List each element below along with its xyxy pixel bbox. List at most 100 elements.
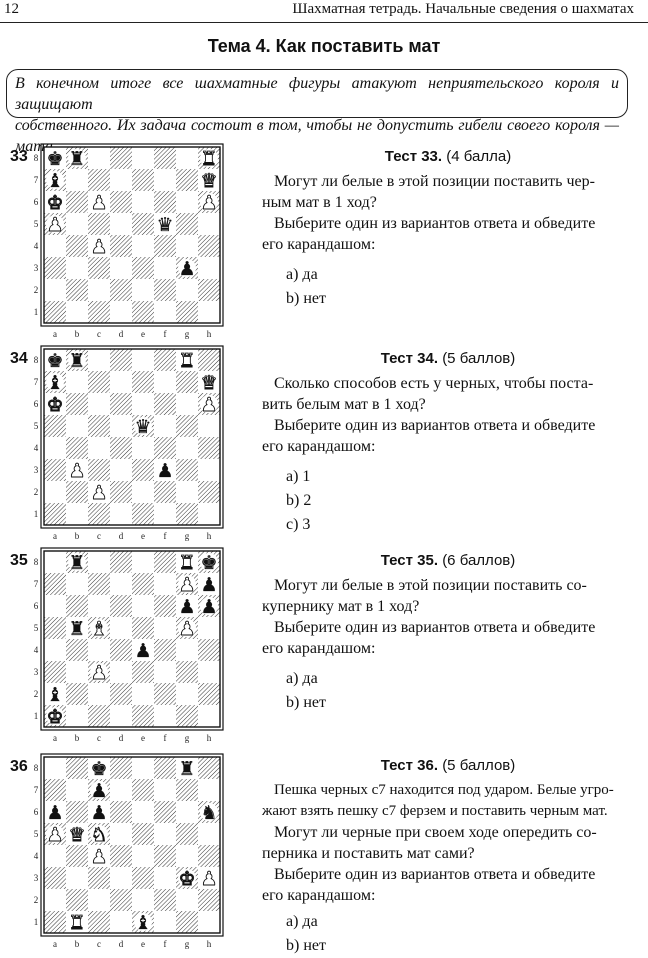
problem-number: 35 <box>10 552 28 569</box>
answer-option[interactable]: c) 3 <box>286 516 311 533</box>
board-square <box>198 823 220 845</box>
question: Пешка черных с7 находится под ударом. Бе… <box>262 780 634 822</box>
board-square <box>132 235 154 257</box>
white-queen-icon: ♛ <box>68 824 85 846</box>
instruction: Выберите один из вариантов ответа и обве… <box>262 617 634 659</box>
board-square <box>132 661 154 683</box>
file-label: a <box>53 939 57 949</box>
board-square <box>110 503 132 525</box>
board-square <box>154 301 176 323</box>
board-square <box>66 683 88 705</box>
board-square <box>110 595 132 617</box>
question-line: Сколько способов есть у черных, чтобы по… <box>274 375 594 392</box>
answer-option[interactable]: b) нет <box>286 694 326 711</box>
board-square <box>110 393 132 415</box>
board-square <box>88 889 110 911</box>
black-rook-icon: ♜ <box>68 552 85 574</box>
test-points: (4 балла) <box>446 148 512 165</box>
board-square <box>88 213 110 235</box>
file-label: a <box>53 531 57 541</box>
board-square <box>154 683 176 705</box>
white-king-icon: ♚ <box>46 706 63 728</box>
board-square <box>88 639 110 661</box>
instruction-line: его карандашом: <box>262 887 376 904</box>
answer-option[interactable]: b) 2 <box>286 492 312 509</box>
piece-backing <box>90 781 108 799</box>
board-square <box>176 371 198 393</box>
board-square <box>44 437 66 459</box>
board-square <box>44 617 66 639</box>
board-square <box>44 279 66 301</box>
file-label: g <box>185 939 190 949</box>
piece-backing <box>178 259 196 277</box>
answer-option[interactable]: а) 1 <box>286 468 311 485</box>
rank-label: 2 <box>34 487 39 497</box>
answer-option[interactable]: b) нет <box>286 937 326 954</box>
file-label: f <box>164 733 167 743</box>
piece-backing <box>90 663 108 681</box>
file-label: c <box>97 939 101 949</box>
board-square <box>132 617 154 639</box>
rank-label: 5 <box>34 623 39 633</box>
board-square <box>132 867 154 889</box>
file-label: d <box>119 939 124 949</box>
board-square <box>176 393 198 415</box>
piece-backing <box>90 619 108 637</box>
board-square <box>154 845 176 867</box>
board-square <box>66 503 88 525</box>
board-square <box>110 845 132 867</box>
board-square <box>88 911 110 933</box>
board-border <box>43 348 221 526</box>
piece-backing <box>68 825 86 843</box>
white-pawn-icon: ♟ <box>46 214 63 236</box>
black-pawn-icon: ♟ <box>200 574 217 596</box>
answer-option[interactable]: а) да <box>286 913 318 930</box>
rank-label: 7 <box>34 785 39 795</box>
board-square <box>88 573 110 595</box>
board-square <box>132 573 154 595</box>
board-square <box>132 705 154 727</box>
white-pawn-icon: ♟ <box>200 868 217 890</box>
answer-options: а) да b) нет <box>262 910 634 958</box>
answer-option[interactable]: а) да <box>286 266 318 283</box>
piece-backing <box>134 913 152 931</box>
white-rook-icon: ♜ <box>178 552 195 574</box>
board-square <box>176 279 198 301</box>
piece-backing <box>200 597 218 615</box>
board-square <box>66 481 88 503</box>
answer-option[interactable]: а) да <box>286 670 318 687</box>
board-square <box>88 169 110 191</box>
board-square <box>66 437 88 459</box>
piece-backing <box>134 417 152 435</box>
board-square <box>154 257 176 279</box>
piece-backing <box>68 149 86 167</box>
board-square <box>88 595 110 617</box>
board-square <box>198 845 220 867</box>
black-rook-icon: ♜ <box>68 350 85 372</box>
board-square <box>154 705 176 727</box>
file-label: c <box>97 531 101 541</box>
file-label: g <box>185 531 190 541</box>
white-king-icon: ♚ <box>178 868 195 890</box>
board-square <box>154 889 176 911</box>
rank-label: 6 <box>34 807 39 817</box>
board-square <box>132 257 154 279</box>
board-square <box>154 371 176 393</box>
board-square <box>110 823 132 845</box>
file-label: a <box>53 733 57 743</box>
rank-label: 8 <box>34 557 39 567</box>
board-square <box>110 705 132 727</box>
white-pawn-icon: ♟ <box>178 574 195 596</box>
instruction-line: Выберите один из вариантов ответа и обве… <box>274 866 596 883</box>
board-square <box>66 279 88 301</box>
rank-label: 8 <box>34 763 39 773</box>
rank-label: 6 <box>34 399 39 409</box>
rank-label: 4 <box>34 851 39 861</box>
piece-backing <box>46 351 64 369</box>
answer-option[interactable]: b) нет <box>286 290 326 307</box>
black-rook-icon: ♜ <box>68 618 85 640</box>
board-square <box>44 551 66 573</box>
test-34: Тест 34. (5 баллов) Сколько способов ест… <box>262 348 634 537</box>
board-square <box>110 169 132 191</box>
